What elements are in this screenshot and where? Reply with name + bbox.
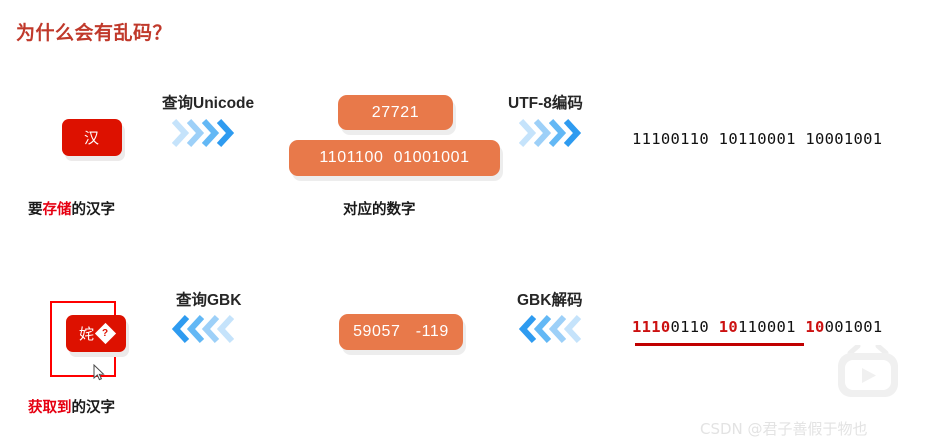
chevron-left-icon (534, 314, 551, 344)
chevron-group-left-gbk (172, 314, 234, 344)
chevron-right-icon (549, 118, 566, 148)
step-label-gbk-decode: GBK解码 (517, 292, 583, 309)
chevron-group-right-utf8 (519, 118, 581, 148)
garbled-character-text: 姹 (78, 326, 95, 343)
step-label-utf8-encode: UTF-8编码 (508, 95, 583, 112)
binary-segment (709, 318, 719, 336)
source-caption-prefix: 要 (28, 202, 43, 218)
utf8-result-binary: 11100110 10110001 10001001 (632, 130, 883, 148)
garbled-caption: 获取到的汉字 (28, 396, 115, 417)
chevron-right-icon (187, 118, 204, 148)
bilibili-tv-logo-icon (832, 343, 904, 407)
source-caption: 要存储的汉字 (28, 198, 115, 219)
binary-segment (796, 318, 806, 336)
binary-segment: 0110 (670, 318, 710, 336)
chevron-right-icon (519, 118, 536, 148)
step-label-query-unicode: 查询Unicode (162, 95, 255, 112)
garbled-caption-suffix: 的汉字 (71, 400, 116, 416)
number-caption: 对应的数字 (343, 202, 416, 218)
chevron-right-icon (202, 118, 219, 148)
binary-segment: 1110 (632, 318, 671, 336)
chevron-right-icon (564, 118, 581, 148)
binary-segment: 110001 (737, 318, 796, 336)
source-character-chip: 汉 (62, 119, 122, 156)
garbled-caption-highlight: 获取到 (28, 400, 72, 416)
chevron-group-right-unicode (172, 118, 234, 148)
chevron-left-icon (217, 314, 234, 344)
replacement-character-icon: ? (94, 322, 117, 345)
chevron-right-icon (172, 118, 189, 148)
chevron-left-icon (549, 314, 566, 344)
unicode-binary-chip: 1101100 01001001 (289, 140, 500, 176)
chevron-right-icon (534, 118, 551, 148)
chevron-left-icon (187, 314, 204, 344)
watermark-text: CSDN @君子善假于物也 (700, 420, 868, 438)
chevron-left-icon (202, 314, 219, 344)
gbk-number-text: 59057 -119 (353, 323, 449, 340)
source-caption-highlight: 存储 (42, 202, 72, 218)
unicode-binary-text: 1101100 01001001 (319, 149, 470, 166)
chevron-group-left-decode (519, 314, 581, 344)
step-label-query-gbk: 查询GBK (176, 292, 242, 309)
gbk-decode-underline (635, 343, 804, 346)
source-character-text: 汉 (83, 130, 100, 147)
binary-segment: 10 (718, 318, 738, 336)
page-title: 为什么会有乱码？ (16, 23, 173, 44)
unicode-number-text: 27721 (371, 103, 420, 121)
mouse-cursor (93, 363, 105, 382)
garbled-character-chip: 姹 ? (66, 315, 126, 352)
unicode-number-chip: 27721 (338, 95, 453, 130)
gbk-decode-binary: 11100110 10110001 10001001 (632, 318, 882, 336)
chevron-left-icon (172, 314, 189, 344)
chevron-left-icon (564, 314, 581, 344)
source-caption-suffix: 的汉字 (71, 202, 116, 218)
binary-segment: 001001 (824, 318, 883, 336)
chevron-left-icon (519, 314, 536, 344)
gbk-number-chip: 59057 -119 (339, 314, 463, 350)
binary-segment: 10 (805, 318, 825, 336)
chevron-right-icon (217, 118, 234, 148)
